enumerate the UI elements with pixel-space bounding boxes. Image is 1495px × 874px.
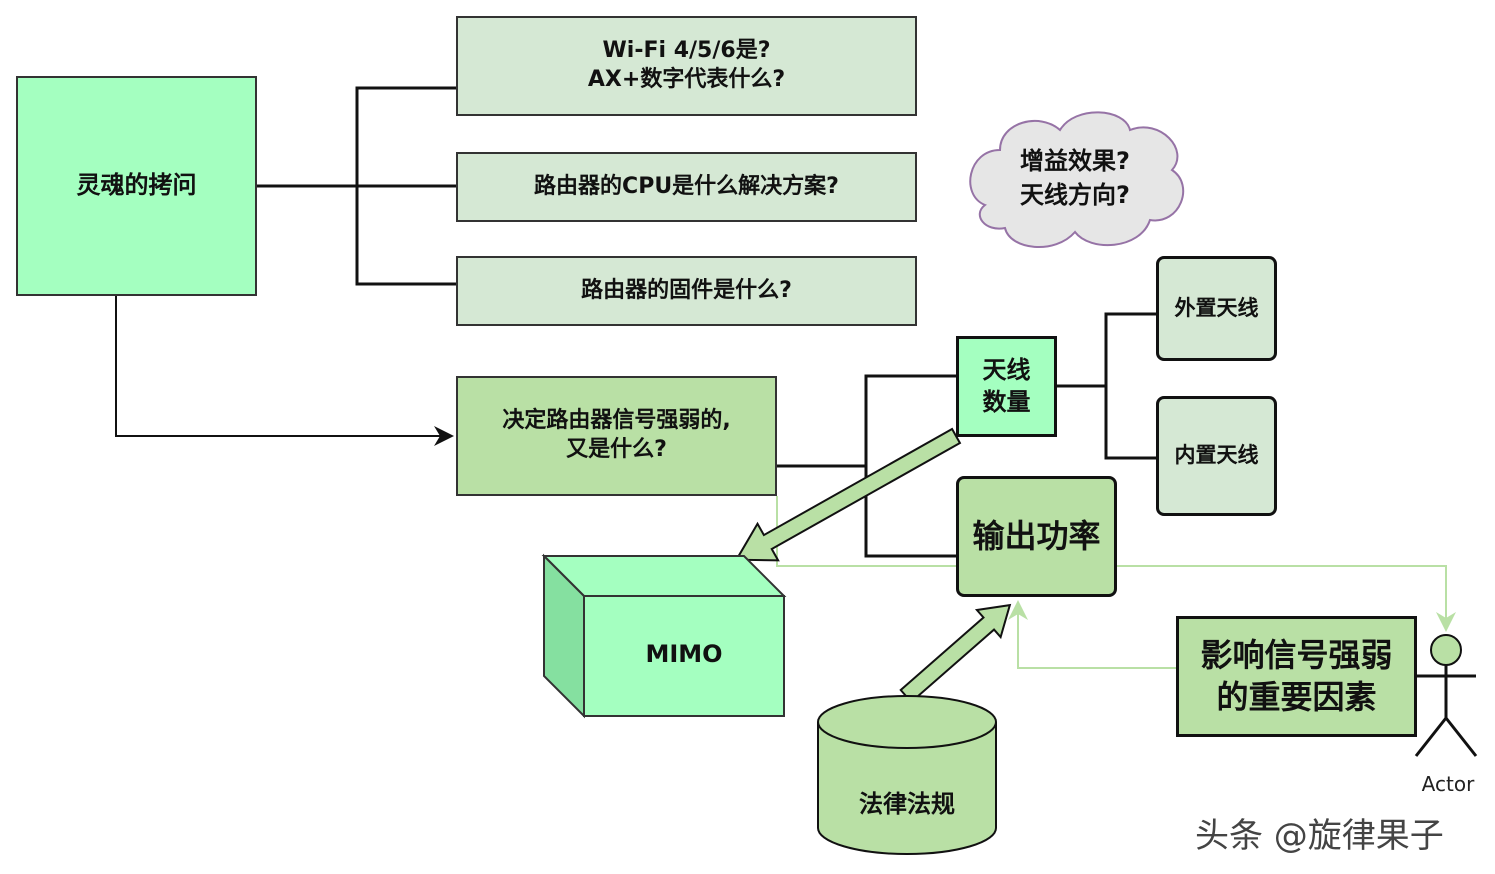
node-key-factors: 影响信号强弱 的重要因素 <box>1176 616 1417 737</box>
node-antenna-count: 天线 数量 <box>956 336 1057 437</box>
connector-branch-ant-power <box>864 374 956 558</box>
actor-leg-left <box>1414 717 1448 757</box>
node-question-cpu: 路由器的CPU是什么解决方案? <box>456 152 917 222</box>
actor-label: Actor <box>1421 772 1475 796</box>
mimo-label: MIMO <box>645 640 723 668</box>
law-cylinder <box>817 695 997 855</box>
node-root: 灵魂的拷问 <box>16 76 257 296</box>
mimo-top-face <box>541 555 787 597</box>
connector-factors-power <box>1008 600 1176 669</box>
mimo-box <box>541 553 787 719</box>
actor-head <box>1430 634 1462 666</box>
cloud-shape <box>969 111 1185 248</box>
arrow-antenna-to-mimo <box>734 427 962 562</box>
mimo-front-face <box>583 595 785 717</box>
node-question-wifi: Wi-Fi 4/5/6是? AX+数字代表什么? <box>456 16 917 116</box>
connector-root-decide <box>115 296 454 446</box>
node-external-antenna: 外置天线 <box>1156 256 1277 361</box>
node-output-power: 输出功率 <box>956 476 1117 597</box>
cloud-label: 增益效果? 天线方向? <box>1020 147 1130 209</box>
node-internal-antenna: 内置天线 <box>1156 396 1277 516</box>
node-decide-signal: 决定路由器信号强弱的, 又是什么? <box>456 376 777 496</box>
actor-figure <box>1414 634 1478 757</box>
law-label: 法律法规 <box>859 790 955 818</box>
node-question-firmware: 路由器的固件是什么? <box>456 256 917 326</box>
connector-branch-ext-int <box>1104 312 1156 460</box>
arrow-law-to-power <box>899 603 1012 704</box>
actor-leg-right <box>1444 717 1478 757</box>
watermark: 头条 @旋律果子 <box>1195 816 1444 856</box>
